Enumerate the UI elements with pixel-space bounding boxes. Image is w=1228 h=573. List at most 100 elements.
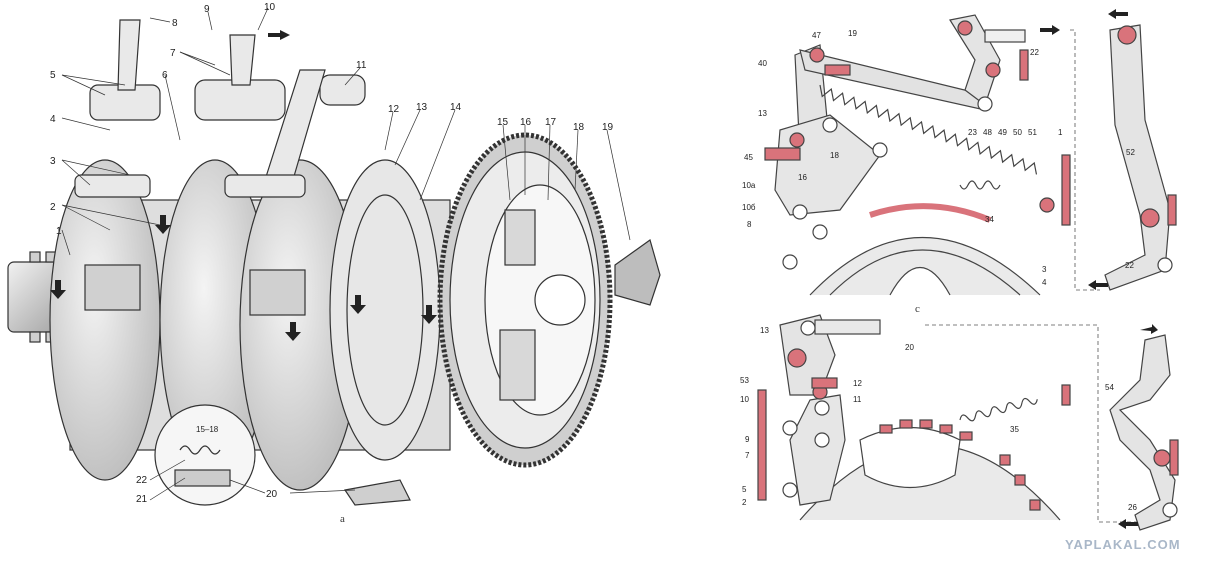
planetary-gears (499, 209, 536, 401)
inset-spring (179, 445, 221, 455)
arrow-icon (421, 305, 437, 324)
arrow-icon (350, 295, 366, 314)
pivot-rings-bottom (782, 320, 830, 498)
label-40: 40 (758, 59, 767, 68)
stop-47 (824, 64, 851, 76)
label-1: 1 (56, 226, 62, 237)
label-22: 22 (136, 475, 148, 486)
label-3: 3 (50, 156, 56, 167)
labels-linkage-top: 47 19 40 13 18 16 45 10а 10б 8 23 48 49 … (742, 29, 1063, 315)
caption-a: а (340, 513, 345, 525)
bevel-pinion (614, 239, 661, 306)
label-35: 35 (1010, 425, 1019, 434)
label-3-top: 3 (1042, 265, 1047, 274)
bracket-left-bottom (757, 389, 767, 501)
label-4: 4 (50, 114, 56, 125)
label-20-bottom: 20 (905, 343, 914, 352)
friction-lining-top (869, 203, 992, 223)
arrow-icon (1108, 9, 1128, 19)
label-10a: 10а (742, 181, 756, 190)
bracket-rod (1019, 49, 1029, 81)
label-2: 2 (50, 202, 56, 213)
arrow-icon (285, 322, 301, 341)
lever-52 (1104, 24, 1177, 291)
label-20: 20 (266, 489, 278, 500)
label-2-bottom: 2 (742, 498, 747, 507)
label-13-top: 13 (758, 109, 767, 118)
label-47: 47 (812, 31, 821, 40)
label-14: 14 (450, 102, 462, 113)
label-8-top: 8 (747, 220, 752, 229)
labels-side-levers: 52 22 54 26 (1105, 148, 1137, 512)
arrow-icon (50, 280, 66, 299)
label-48: 48 (983, 128, 992, 137)
connector-line-top (1070, 29, 1100, 291)
friction-pads-bottom (879, 419, 1041, 511)
label-11-bottom: 11 (853, 395, 862, 404)
linkage-bottom (757, 314, 1071, 521)
caption-c: с (915, 303, 920, 315)
brake-band-left (49, 159, 161, 481)
arrow-icon (1088, 280, 1108, 290)
carrier-hub (534, 274, 586, 326)
label-10: 10 (264, 2, 276, 13)
figure-a-assembly (7, 19, 661, 506)
pivot-rings-top (782, 96, 993, 270)
label-5-bottom: 5 (742, 485, 747, 494)
spring-35 (959, 397, 1038, 422)
pivot-pins-top (789, 20, 1055, 213)
label-7-bottom: 7 (745, 451, 750, 460)
label-26: 26 (1128, 503, 1137, 512)
arrow-icon (1118, 519, 1138, 529)
link-19 (799, 49, 986, 111)
label-10-bottom: 10 (740, 395, 749, 404)
label-34: 34 (985, 215, 994, 224)
label-18-top: 18 (830, 151, 839, 160)
drum-inner-top (829, 249, 1021, 296)
shoe-plate-right (249, 269, 306, 316)
label-19-top: 19 (848, 29, 857, 38)
spring-34 (959, 180, 1001, 190)
label-12: 12 (388, 104, 400, 115)
label-4-top: 4 (1042, 278, 1047, 287)
arrow-icon (1040, 25, 1060, 35)
label-22-side: 22 (1125, 261, 1134, 270)
label-9: 9 (204, 4, 210, 15)
linkage-top (764, 14, 1071, 296)
label-1-top: 1 (1058, 128, 1063, 137)
label-13-bottom: 13 (760, 326, 769, 335)
detail-inset (154, 404, 256, 506)
labels-linkage-bottom: 13 20 53 12 11 10 9 7 5 2 35 (740, 326, 1019, 507)
label-17: 17 (545, 117, 557, 128)
label-16-top: 16 (798, 173, 807, 182)
shoe-plate-left (84, 264, 141, 311)
label-45: 45 (744, 153, 753, 162)
inset-label: 15–18 (196, 425, 219, 434)
drum-window-bottom (859, 427, 961, 489)
bracket-left-top (764, 147, 801, 161)
label-23: 23 (968, 128, 977, 137)
labels-figure-a: 1 2 3 4 5 6 7 8 9 10 11 12 13 14 15 16 1… (50, 2, 614, 525)
spring-anchor (1061, 384, 1071, 406)
bracket-right-top (1061, 154, 1071, 226)
label-52: 52 (1126, 148, 1135, 157)
mount-foot (343, 479, 411, 506)
label-54: 54 (1105, 383, 1114, 392)
label-16: 16 (520, 117, 532, 128)
label-7: 7 (170, 48, 176, 59)
label-6: 6 (162, 70, 168, 81)
control-levers (74, 19, 366, 198)
connector-line-bottom (925, 324, 1140, 523)
label-12-bottom: 12 (853, 379, 862, 388)
label-10b: 10б (742, 203, 756, 212)
drum-2-inner (346, 194, 424, 426)
arrow-icon (268, 30, 290, 40)
leader-lines-a (61, 7, 631, 501)
label-19: 19 (602, 122, 614, 133)
stop-12 (811, 377, 838, 389)
label-11: 11 (356, 60, 367, 71)
label-22-top: 22 (1030, 48, 1039, 57)
drum-segment-top (809, 236, 1041, 296)
